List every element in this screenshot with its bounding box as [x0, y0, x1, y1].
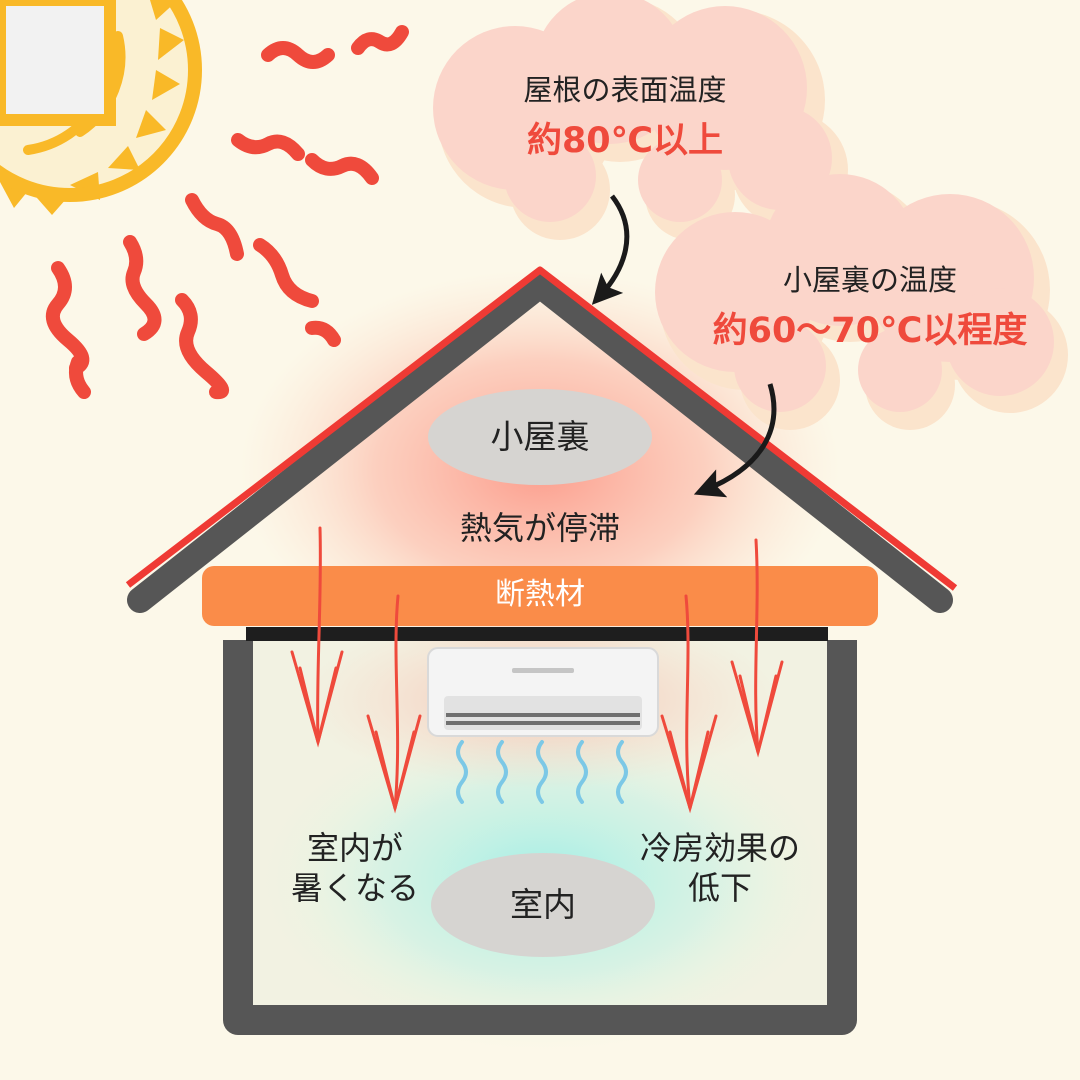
- attic-pointer-arrow: [693, 383, 777, 498]
- effect-left-line-2: 暑くなる: [290, 869, 419, 907]
- effect-left-line-1: 室内が: [306, 829, 403, 867]
- effect-right: 冷房効果の 低下: [620, 828, 820, 908]
- attic-temperature-title: 小屋裏の温度: [782, 263, 957, 297]
- air-conditioner-icon: [427, 647, 659, 737]
- heat-arrow-2: [366, 594, 422, 814]
- ceiling-beam: [246, 627, 828, 641]
- heat-waves: [45, 25, 409, 400]
- room-oval: [431, 853, 655, 957]
- house-walls: [223, 640, 857, 1035]
- attic-status-text: 熱気が停滞: [459, 509, 620, 547]
- attic-temperature-cloud: [655, 174, 1068, 430]
- attic-oval: [428, 389, 652, 485]
- roof: [125, 266, 958, 613]
- roof-temperature-value: 約80℃以上: [526, 121, 724, 161]
- attic-label: 小屋裏: [490, 417, 590, 456]
- roof-pointer-arrow: [591, 194, 630, 305]
- insulation-board: [202, 566, 878, 626]
- room-label: 室内: [510, 885, 576, 924]
- insulation-label: 断熱材: [495, 577, 585, 612]
- heat-arrow-3: [660, 594, 718, 814]
- effect-right-line-1: 冷房効果の: [639, 829, 800, 867]
- heat-arrow-1: [290, 526, 344, 748]
- sun-icon: [0, 0, 202, 215]
- heat-down-arrows: [290, 526, 784, 814]
- cool-air-waves: [456, 740, 628, 804]
- effect-left: 室内が 暑くなる: [255, 828, 455, 908]
- roof-temperature-cloud: [433, 0, 848, 240]
- attic-temperature-value: 約60〜70℃以程度: [712, 311, 1028, 351]
- heat-arrow-4: [730, 538, 784, 758]
- effect-right-line-2: 低下: [687, 869, 752, 907]
- roof-temperature-title: 屋根の表面温度: [523, 73, 727, 107]
